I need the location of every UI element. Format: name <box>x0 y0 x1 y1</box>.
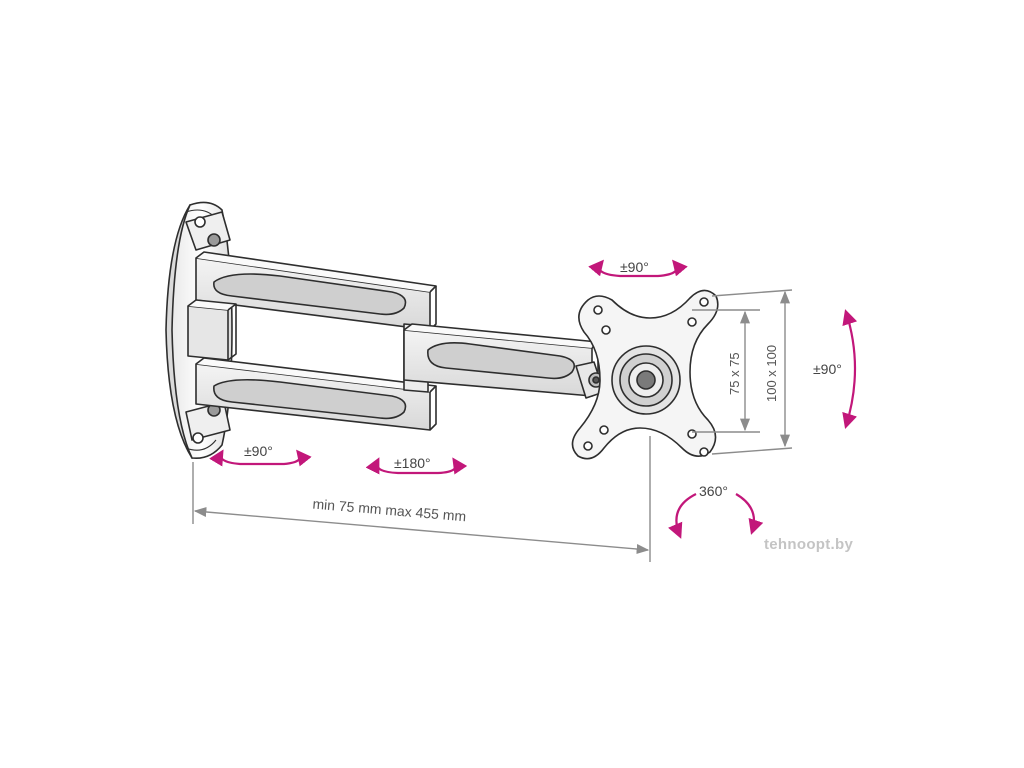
wall-rotation-label: ±90° <box>244 443 273 459</box>
tilt-arrow <box>842 309 858 429</box>
main-arm <box>187 251 437 431</box>
rotation-label: 360° <box>699 483 728 499</box>
secondary-arm <box>403 323 605 399</box>
head-swivel-arrow <box>588 259 688 278</box>
watermark: tehnoopt.by <box>764 536 854 553</box>
rotation-arrow-right <box>735 493 764 535</box>
mount-illustration <box>165 201 719 460</box>
rotation-arrow-left <box>668 493 697 539</box>
dimension-lines <box>192 289 793 562</box>
arm-rotation-arrow <box>365 457 468 475</box>
wall-rotation-arrow <box>209 449 312 467</box>
arm-rotation-label: ±180° <box>394 455 431 471</box>
rotation-arrows <box>209 259 858 539</box>
vesa-plate <box>571 289 719 460</box>
head-swivel-label: ±90° <box>620 259 649 275</box>
vesa-large-label: 100 x 100 <box>764 345 779 402</box>
reach-label: min 75 mm max 455 mm <box>312 496 467 525</box>
reach-arrow <box>193 506 650 555</box>
tilt-label: ±90° <box>813 361 842 377</box>
vesa-small-label: 75 x 75 <box>727 352 742 395</box>
